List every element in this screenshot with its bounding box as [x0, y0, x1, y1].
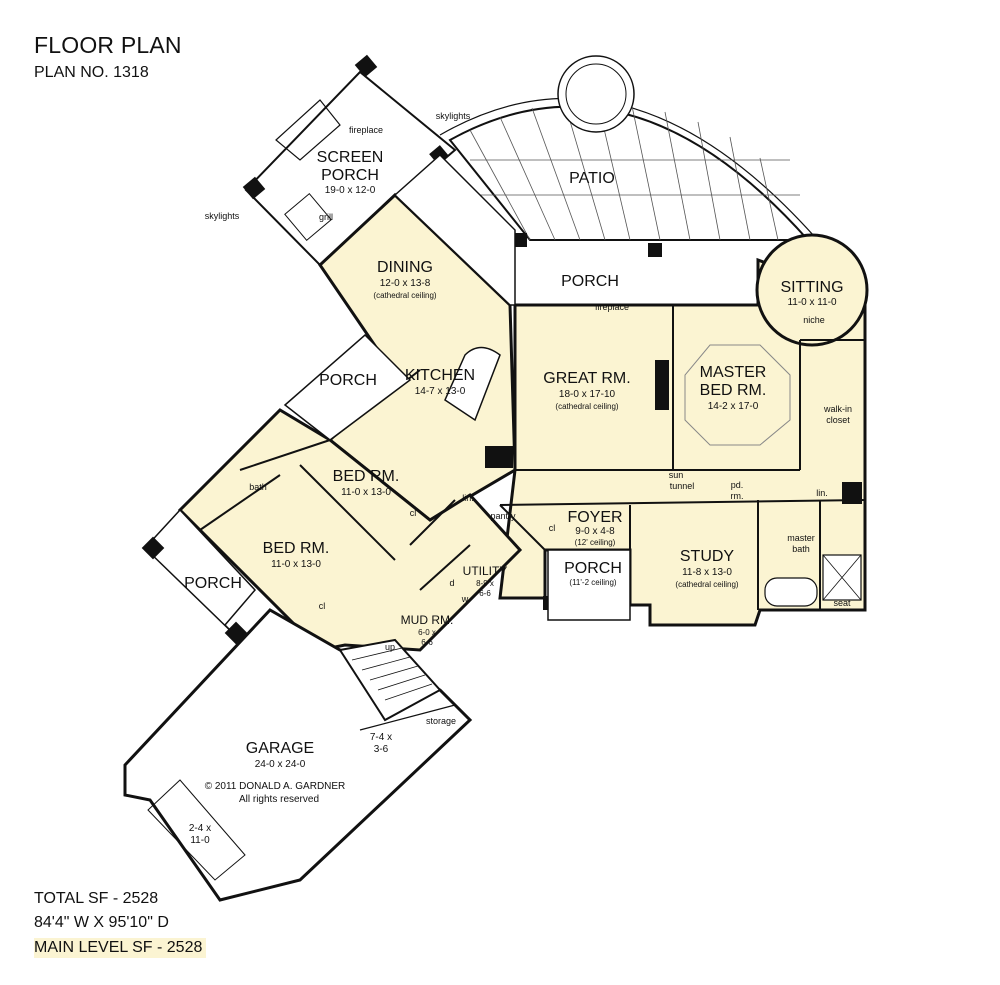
porch-left-name: PORCH: [184, 575, 242, 592]
mud-rm-name: MUD RM.: [401, 613, 454, 627]
stair-up-note: up: [385, 642, 395, 652]
storage-dims-2: 3-6: [374, 744, 389, 755]
storage-label: storage: [426, 716, 456, 726]
great-room-dims: 18-0 x 17-10: [559, 389, 616, 400]
skylights-left-note: skylights: [205, 211, 240, 221]
foyer-note: (12' ceiling): [575, 538, 616, 547]
fireplace-great-note: fireplace: [595, 302, 629, 312]
rights-note: All rights reserved: [239, 794, 319, 805]
powder-note-2: rm.: [731, 491, 744, 501]
mud-rm-dims-1: 6-0 x: [418, 628, 436, 637]
garage-bay-dims-1: 2-4 x: [189, 823, 211, 834]
screen-porch-name-2: PORCH: [321, 167, 379, 184]
garage-dims: 24-0 x 24-0: [255, 759, 306, 770]
sitting-name: SITTING: [780, 279, 843, 296]
overall-dimensions: 84'4" W X 95'10" D: [34, 914, 169, 931]
cl-bed1-note: cl: [410, 508, 417, 518]
sun-tunnel-note-2: tunnel: [670, 481, 695, 491]
master-bed-dims: 14-2 x 17-0: [708, 401, 759, 412]
walk-in-note-1: walk-in: [823, 404, 852, 414]
cl-bed2-note: cl: [319, 601, 326, 611]
master-bath-note-1: master: [787, 533, 815, 543]
house-body: [177, 192, 869, 652]
cl-foyer-note: cl: [549, 523, 556, 533]
porch-rear-name: PORCH: [561, 273, 619, 290]
kitchen-dims: 14-7 x 13-0: [415, 386, 466, 397]
bed-rm-1-name: BED RM.: [333, 468, 400, 485]
master-bed-name-1: MASTER: [700, 364, 767, 381]
powder-note-1: pd.: [731, 480, 744, 490]
utility-name: UTILITY: [463, 564, 508, 578]
kitchen-name: KITCHEN: [405, 367, 475, 384]
seat-note: seat: [833, 598, 851, 608]
study-name: STUDY: [680, 548, 735, 565]
great-room-note: (cathedral ceiling): [555, 402, 618, 411]
grill-note: grill: [319, 212, 333, 222]
master-bed-name-2: BED RM.: [700, 382, 767, 399]
lin-hall-note: lin.: [462, 493, 474, 503]
plan-number: PLAN NO. 1318: [34, 64, 149, 81]
dryer-note: d: [449, 578, 454, 588]
plan-title: FLOOR PLAN: [34, 32, 182, 58]
dining-note: (cathedral ceiling): [373, 291, 436, 300]
porch-side-name: PORCH: [319, 372, 377, 389]
dining-name: DINING: [377, 259, 433, 276]
niche-note: niche: [803, 315, 825, 325]
walk-in-note-2: closet: [826, 415, 850, 425]
washer-note: w: [461, 594, 469, 604]
porch-front-note: (11'-2 ceiling): [569, 578, 617, 587]
sun-tunnel-note-1: sun: [669, 470, 684, 480]
bed-rm-2-name: BED RM.: [263, 540, 330, 557]
garage-name: GARAGE: [246, 740, 314, 757]
study-dims: 11-8 x 13-0: [682, 567, 732, 578]
foyer-dims: 9-0 x 4-8: [575, 526, 615, 537]
utility-dims-1: 8-9 x: [476, 579, 494, 588]
patio-area: [439, 55, 823, 257]
bed-rm-1-dims: 11-0 x 13-0: [341, 487, 391, 498]
mud-rm-dims-2: 6-6: [421, 638, 433, 647]
pantry-note: pantry: [490, 511, 516, 521]
study-note: (cathedral ceiling): [675, 580, 738, 589]
bath-note: bath: [249, 482, 267, 492]
utility-dims-2: 6-6: [479, 589, 491, 598]
garage-area: [123, 608, 473, 902]
sitting-dims: 11-0 x 11-0: [787, 297, 837, 308]
porch-areas: [141, 153, 631, 645]
great-room-name: GREAT RM.: [543, 370, 630, 387]
screen-porch-name-1: SCREEN: [317, 149, 384, 166]
skylights-top-note: skylights: [436, 111, 471, 121]
storage-dims-1: 7-4 x: [370, 732, 392, 743]
patio-name: PATIO: [569, 170, 615, 187]
foyer-name: FOYER: [567, 509, 622, 526]
garage-bay-dims-2: 11-0: [190, 835, 210, 846]
fireplace-porch-note: fireplace: [349, 125, 383, 135]
bed-rm-2-dims: 11-0 x 13-0: [271, 559, 321, 570]
dining-dims: 12-0 x 13-8: [380, 278, 431, 289]
copyright-note: © 2011 DONALD A. GARDNER: [205, 781, 346, 792]
screen-porch-dims: 19-0 x 12-0: [325, 185, 376, 196]
porch-front-name: PORCH: [564, 560, 622, 577]
main-level-sf: MAIN LEVEL SF - 2528: [34, 938, 207, 958]
total-sf: TOTAL SF - 2528: [34, 890, 159, 907]
lin-master-note: lin.: [816, 488, 828, 498]
master-bath-note-2: bath: [792, 544, 810, 554]
screen-porch-area: [242, 54, 457, 267]
